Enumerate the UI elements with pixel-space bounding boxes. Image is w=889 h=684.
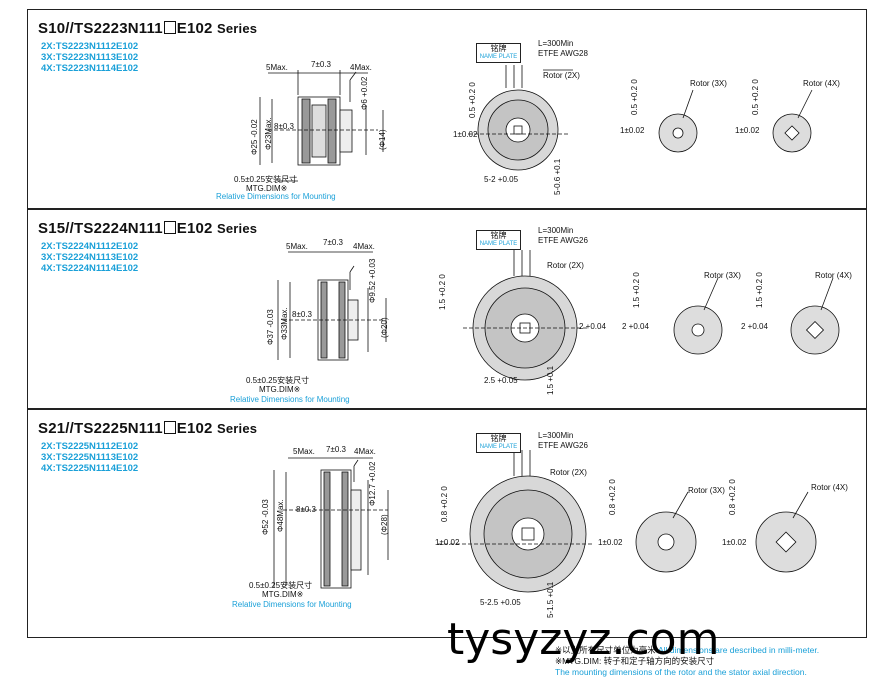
slot-label: 5-2.5 +0.05	[480, 598, 521, 607]
rotor-2x-label: Rotor (2X)	[550, 468, 587, 477]
shaft-length-label: 8±0.3	[296, 505, 316, 514]
right-max-label: 4Max.	[350, 63, 372, 72]
rotor-detail-drawings	[673, 277, 840, 355]
rotor-3x-label: Rotor (3X)	[688, 486, 725, 495]
wire-label: ETFE AWG26	[538, 236, 588, 245]
right-max-label: 4Max.	[354, 447, 376, 456]
left-max-label: 5Max.	[266, 63, 288, 72]
width-label: 7±0.3	[323, 238, 343, 247]
rotor-4x-gap-label: 0.8 +0.2 0	[728, 479, 737, 515]
variant-list: 2X:TS2225N1112E102 3X:TS2225N1113E102 4X…	[41, 441, 138, 474]
rotor-3x-label: Rotor (3X)	[704, 271, 741, 280]
rotor-4x-label: Rotor (4X)	[811, 483, 848, 492]
nameplate-box: 铭牌 NAME PLATE	[476, 43, 521, 63]
wire-label: ETFE AWG26	[538, 441, 588, 450]
rotor-3x-key-label: 1±0.02	[620, 126, 645, 135]
left-max-label: 5Max.	[293, 447, 315, 456]
mount-label: 0.5±0.25安装尺寸	[234, 175, 298, 184]
rotor-4x-key-label: 1±0.02	[722, 538, 747, 547]
variant-item: 3X:TS2224N1113E102	[41, 252, 139, 263]
watermark: tysyzyz.com	[447, 614, 720, 665]
relative-dim-label: Relative Dimensions for Mounting	[230, 395, 350, 404]
variant-item: 2X:TS2223N1112E102	[41, 41, 139, 52]
rotor-2x-label: Rotor (2X)	[547, 261, 584, 270]
relative-dim-label: Relative Dimensions for Mounting	[216, 192, 336, 201]
slot-label: 5-2 +0.05	[484, 175, 519, 184]
rotor-3x-gap-label: 0.8 +0.2 0	[608, 479, 617, 515]
variant-item: 4X:TS2223N1114E102	[41, 63, 139, 74]
front-view-drawing	[463, 250, 588, 381]
rotor-detail-drawings	[658, 89, 813, 153]
variant-item: 2X:TS2224N1112E102	[41, 241, 139, 252]
slot-label: 2.5 +0.05	[484, 376, 518, 385]
rotor-4x-label: Rotor (4X)	[803, 79, 840, 88]
shaft-length-label: 8±0.3	[274, 122, 294, 131]
front-view-drawing	[468, 65, 573, 171]
footer-line-3: The mounting dimensions of the rotor and…	[555, 667, 807, 677]
key-label: 2 +0.04	[579, 322, 606, 331]
variant-item: 3X:TS2225N1113E102	[41, 452, 139, 463]
mtg-label: MTG.DIM※	[262, 590, 304, 599]
variant-item: 2X:TS2225N1112E102	[41, 441, 139, 452]
footer-notes: ※以上所有尺寸单位为毫米 All dimensions are describe…	[555, 645, 819, 678]
mtg-label: MTG.DIM※	[259, 385, 301, 394]
rotor-2x-label: Rotor (2X)	[543, 71, 580, 80]
side-view-drawing	[277, 251, 387, 361]
rotor-4x-gap-label: 0.5 +0.2 0	[751, 79, 760, 115]
key-label: 1±0.02	[435, 538, 460, 547]
shaft-length-label: 8±0.3	[292, 310, 312, 319]
checkbox-square-icon	[163, 421, 176, 434]
variant-item: 4X:TS2224N1114E102	[41, 263, 139, 274]
lead-length-label: L=300Min	[538, 431, 574, 440]
rotor-4x-label: Rotor (4X)	[815, 271, 852, 280]
rotor-detail-drawings	[635, 491, 817, 573]
rotor-3x-gap-label: 1.5 +0.2 0	[632, 272, 641, 308]
left-max-label: 5Max.	[286, 242, 308, 251]
checkbox-square-icon	[163, 221, 176, 234]
width-label: 7±0.3	[311, 60, 331, 69]
nameplate-box: 铭牌 NAME PLATE	[476, 230, 521, 250]
rotor-3x-gap-label: 0.5 +0.2 0	[630, 79, 639, 115]
footer-line-2: ※MTG.DIM: 转子和定子轴方向的安装尺寸	[555, 656, 715, 666]
rotor-4x-key-label: 2 +0.04	[741, 322, 768, 331]
width-label: 7±0.3	[326, 445, 346, 454]
relative-dim-label: Relative Dimensions for Mounting	[232, 600, 352, 609]
nameplate-box: 铭牌 NAME PLATE	[476, 433, 521, 453]
rotor-3x-label: Rotor (3X)	[690, 79, 727, 88]
lead-length-label: L=300Min	[538, 226, 574, 235]
variant-item: 3X:TS2223N1113E102	[41, 52, 139, 63]
mount-label: 0.5±0.25安装尺寸	[249, 581, 313, 590]
rotor-3x-key-label: 2 +0.04	[622, 322, 649, 331]
side-view-drawing	[259, 70, 384, 182]
right-max-label: 4Max.	[353, 242, 375, 251]
key-label: 1±0.02	[453, 130, 478, 139]
wire-label: ETFE AWG28	[538, 49, 588, 58]
rotor-3x-key-label: 1±0.02	[598, 538, 623, 547]
variant-list: 2X:TS2224N1112E102 3X:TS2224N1113E102 4X…	[41, 241, 138, 274]
mount-label: 0.5±0.25安装尺寸	[246, 376, 310, 385]
rotor-4x-key-label: 1±0.02	[735, 126, 760, 135]
variant-list: 2X:TS2223N1112E102 3X:TS2223N1113E102 4X…	[41, 41, 138, 74]
side-view-drawing	[273, 457, 389, 589]
footer-line-1: ※以上所有尺寸单位为毫米 All dimensions are describe…	[555, 645, 820, 655]
rotor-4x-gap-label: 1.5 +0.2 0	[755, 272, 764, 308]
checkbox-square-icon	[163, 21, 176, 34]
front-view-drawing	[438, 450, 593, 593]
mtg-label: MTG.DIM※	[246, 184, 288, 193]
lead-length-label: L=300Min	[538, 39, 574, 48]
variant-item: 4X:TS2225N1114E102	[41, 463, 139, 474]
